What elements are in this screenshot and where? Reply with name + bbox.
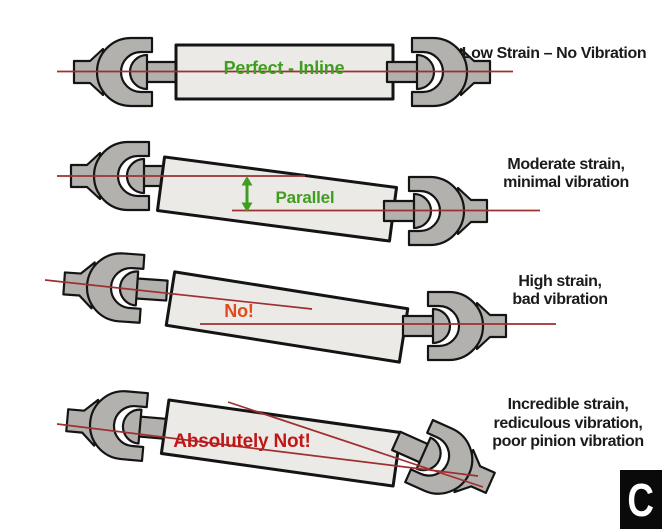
caption-line: Low Strain – No Vibration xyxy=(462,45,646,62)
left-ujoint xyxy=(63,385,174,465)
brand-c-logo: C xyxy=(620,470,662,529)
parallel-arrow-icon xyxy=(241,176,253,212)
caption-line: High strain, xyxy=(518,273,601,290)
row-label: Absolutely Not! xyxy=(173,431,310,452)
brand-c-letter: C xyxy=(627,473,655,526)
centerline-left xyxy=(44,279,313,310)
centerline-left xyxy=(56,423,479,477)
row-label: No! xyxy=(224,301,253,321)
row-label: Perfect - Inline xyxy=(224,58,345,78)
row-label: Parallel xyxy=(276,188,335,207)
row-no: No! High strain, bad vibration xyxy=(44,248,608,364)
row-perfect-inline: Perfect - Inline Low Strain – No Vibrati… xyxy=(57,36,647,108)
centerline-right xyxy=(227,401,484,488)
caption-line: rediculous vibration, xyxy=(494,415,643,432)
right-ujoint xyxy=(381,408,506,516)
row-parallel: Parallel Moderate strain, minimal vibrat… xyxy=(57,140,629,247)
caption-line: minimal vibration xyxy=(503,174,629,191)
caption-line: poor pinion vibration xyxy=(492,433,644,450)
driveshaft-tube xyxy=(164,270,410,364)
caption-line: Incredible strain, xyxy=(508,396,629,413)
caption-line: bad vibration xyxy=(512,291,607,308)
caption-line: Moderate strain, xyxy=(507,156,624,173)
right-ujoint xyxy=(401,290,508,362)
row-absolutely-not: Absolutely Not! Incredible strain, redic… xyxy=(56,385,644,516)
driveshaft-tube xyxy=(159,398,403,488)
